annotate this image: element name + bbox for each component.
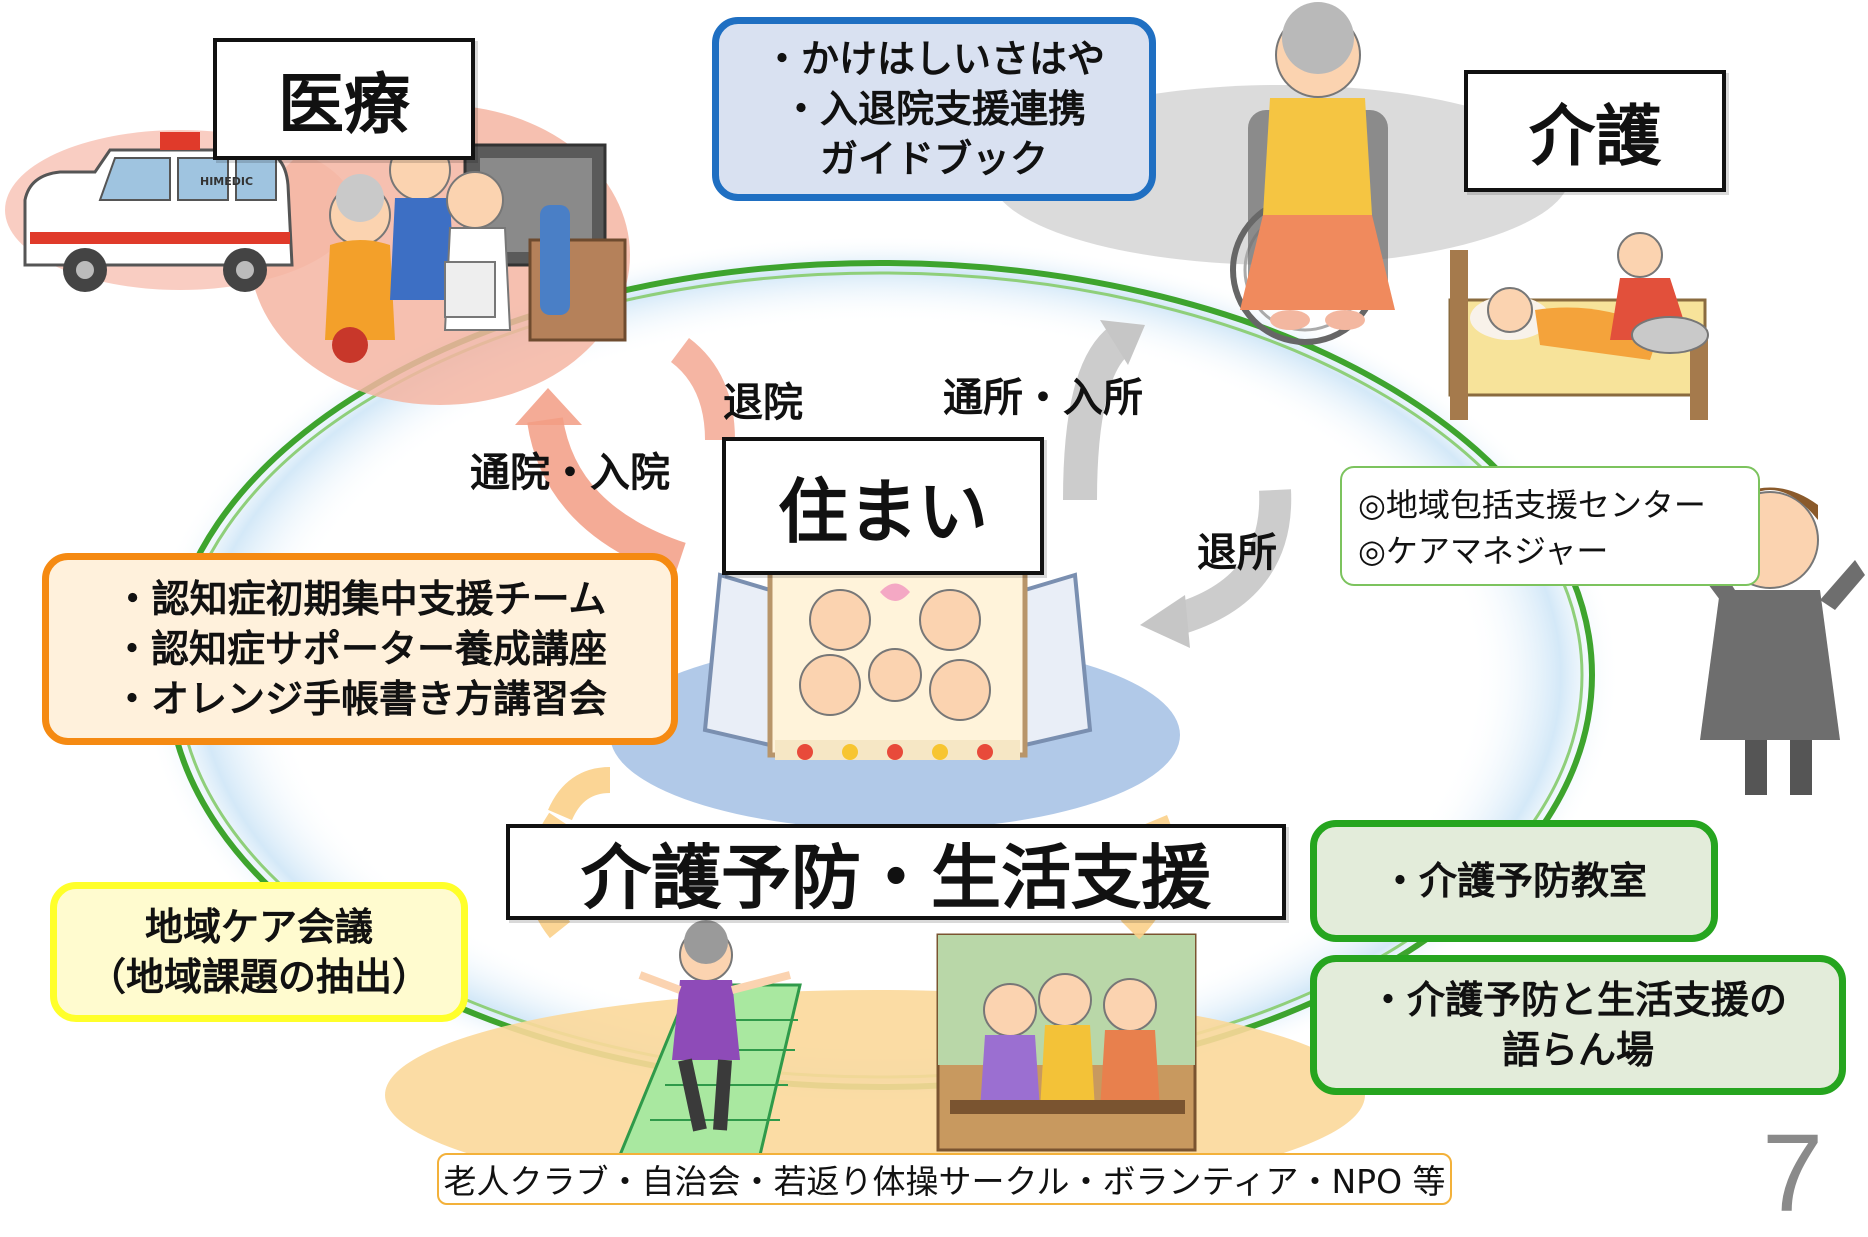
kakehashi-line-2: ・入退院支援連携 bbox=[781, 86, 1086, 131]
kakehashi-box: ・かけはしいさはや ・入退院支援連携 ガイドブック bbox=[712, 17, 1156, 201]
arrow-facility-visit bbox=[1063, 326, 1132, 501]
prevention-talk-line-2: 語らん場 bbox=[1501, 1028, 1654, 1072]
discharge-facility-label: 退所 bbox=[1197, 530, 1277, 576]
prevention-class-text: ・介護予防教室 bbox=[1380, 858, 1647, 903]
page-number: 7 bbox=[1762, 1112, 1824, 1235]
clinic-visit-label: 通院・入院 bbox=[470, 450, 670, 496]
exercise-illustration bbox=[617, 920, 802, 1157]
prevention-title: 介護予防・生活支援 bbox=[506, 824, 1286, 920]
care-center-line-2: ◎ケアマネジャー bbox=[1358, 532, 1609, 571]
family-window-illustration bbox=[702, 562, 1093, 760]
care-title-text: 介護 bbox=[1529, 98, 1661, 175]
care-title: 介護 bbox=[1464, 70, 1726, 192]
community-meeting-line-2: （地域課題の抽出） bbox=[87, 955, 430, 999]
care-center-box: ◎地域包括支援センター ◎ケアマネジャー bbox=[1340, 466, 1760, 586]
medical-title: 医療 bbox=[213, 38, 475, 160]
kakehashi-line-3: ガイドブック bbox=[819, 137, 1048, 182]
medical-title-text: 医療 bbox=[278, 66, 410, 143]
home-title: 住まい bbox=[722, 437, 1044, 575]
clinic-illustration bbox=[325, 139, 627, 363]
arrow-prevention-top bbox=[548, 767, 611, 821]
facility-visit-label: 通所・入所 bbox=[943, 375, 1143, 421]
wheelchair-illustration bbox=[1230, 2, 1395, 345]
organizations-box: 老人クラブ・自治会・若返り体操サークル・ボランティア・NPO 等 bbox=[437, 1153, 1452, 1205]
organizations-text: 老人クラブ・自治会・若返り体操サークル・ボランティア・NPO 等 bbox=[443, 1162, 1446, 1201]
dementia-line-3: ・オレンジ手帳書き方講習会 bbox=[112, 677, 607, 722]
arrow-discharge-hospital bbox=[670, 338, 735, 441]
prevention-talk-line-1: ・介護予防と生活支援の bbox=[1368, 977, 1787, 1022]
discharge-hospital-label: 退院 bbox=[723, 380, 803, 426]
prevention-title-text: 介護予防・生活支援 bbox=[581, 836, 1211, 919]
prevention-class-box: ・介護予防教室 bbox=[1310, 820, 1718, 942]
dementia-line-1: ・認知症初期集中支援チーム bbox=[113, 576, 607, 621]
arrow-clinic-visit bbox=[527, 416, 686, 578]
care-center-line-1: ◎地域包括支援センター bbox=[1358, 486, 1706, 524]
friends-illustration bbox=[936, 933, 1197, 1152]
community-meeting-box: 地域ケア会議 （地域課題の抽出） bbox=[50, 882, 468, 1022]
home-title-text: 住まい bbox=[778, 470, 988, 553]
kakehashi-line-1: ・かけはしいさはや bbox=[762, 36, 1105, 81]
prevention-talk-box: ・介護予防と生活支援の 語らん場 bbox=[1310, 955, 1846, 1095]
ambulance-text: HIMEDIC bbox=[200, 175, 253, 188]
dementia-support-box: ・認知症初期集中支援チーム ・認知症サポーター養成講座 ・オレンジ手帳書き方講習… bbox=[42, 553, 678, 745]
bed-care-illustration bbox=[1448, 232, 1709, 420]
dementia-line-2: ・認知症サポーター養成講座 bbox=[112, 626, 607, 671]
arrow-discharge-facility bbox=[1170, 489, 1292, 636]
community-meeting-line-1: 地域ケア会議 bbox=[144, 904, 373, 949]
